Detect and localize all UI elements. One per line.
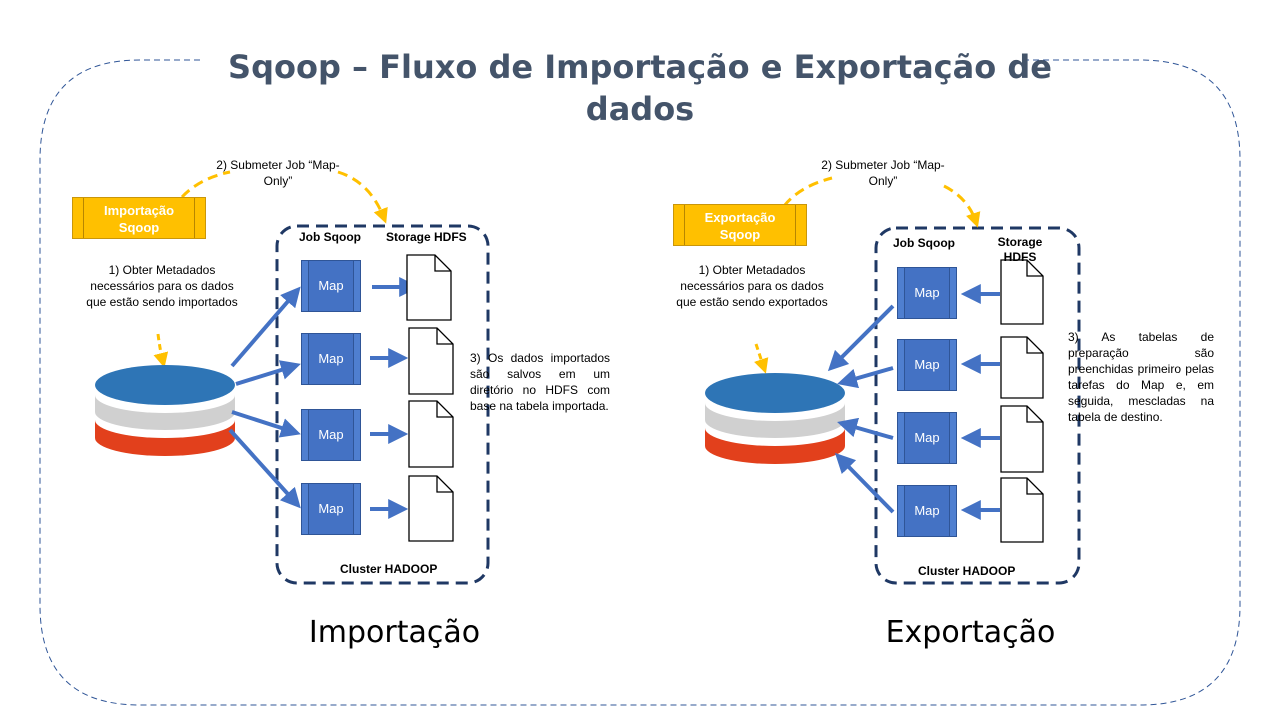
page-title: Sqoop – Fluxo de Importação e Exportação… [228, 48, 1052, 128]
export-arrow-map2-db [837, 366, 894, 389]
map-label: Map [914, 503, 940, 518]
map-label: Map [914, 285, 940, 300]
export-arrow-map1-db [827, 304, 895, 372]
import-metadata-label: 1) Obter Metadados necessários para os d… [86, 263, 238, 309]
document-icon [406, 254, 452, 321]
import-submit-label: 2) Submeter Job “Map-Only” [216, 158, 340, 188]
import-arrow-db-map4 [228, 428, 301, 509]
import-storage-header: Storage HDFS [386, 230, 467, 244]
import-metadata-arrow [153, 333, 169, 368]
export-map-3: Map [897, 412, 957, 464]
import-arrow-db-map1 [230, 286, 301, 368]
map-label: Map [914, 357, 940, 372]
import-map-4: Map [301, 483, 361, 535]
import-job-box: Importação Sqoop [72, 197, 206, 239]
import-arrow-db-map3 [231, 410, 301, 438]
export-storage-files [1000, 259, 1044, 543]
export-storage-header: Storage HDFS [997, 235, 1043, 264]
document-icon [1000, 477, 1044, 543]
import-submit-arrow-right [337, 170, 388, 224]
export-job-header: Job Sqoop [893, 236, 955, 250]
import-cluster-label: Cluster HADOOP [340, 562, 438, 576]
import-section-label: Importação [308, 615, 481, 650]
outer-frame [39, 59, 1241, 706]
import-job-header: Job Sqoop [299, 230, 361, 244]
import-submit-arrow-left [180, 170, 231, 199]
document-icon [408, 400, 454, 468]
document-icon [408, 475, 454, 542]
map-label: Map [318, 501, 344, 516]
export-map-1: Map [897, 267, 957, 319]
export-submit-arrow-left [782, 176, 833, 207]
import-map-2: Map [301, 333, 361, 385]
export-arrow-map3-db [837, 417, 894, 440]
document-icon [408, 327, 454, 395]
export-submit-label: 2) Submeter Job “Map-Only” [821, 158, 945, 188]
export-arrow-map4-db [834, 452, 895, 514]
export-metadata-label: 1) Obter Metadados necessários para os d… [676, 263, 828, 309]
map-label: Map [318, 427, 344, 442]
import-database [95, 365, 235, 456]
import-map-3: Map [301, 409, 361, 461]
export-note: 3) As tabelas de preparação são preenchi… [1068, 330, 1214, 424]
map-label: Map [914, 430, 940, 445]
export-section-label: Exportação [885, 615, 1056, 650]
export-cluster-label: Cluster HADOOP [918, 564, 1016, 578]
map-label: Map [318, 278, 344, 293]
export-map-4: Map [897, 485, 957, 537]
export-submit-arrow-right [943, 184, 981, 228]
import-map-1: Map [301, 260, 361, 312]
import-job-box-label: Importação Sqoop [103, 203, 175, 235]
map-label: Map [318, 351, 344, 366]
export-job-box-label: Exportação Sqoop [704, 210, 776, 242]
import-storage-files [406, 254, 454, 542]
export-map-2: Map [897, 339, 957, 391]
import-arrow-db-map2 [235, 360, 301, 386]
document-icon [1000, 259, 1044, 325]
export-database [705, 373, 845, 464]
document-icon [1000, 405, 1044, 473]
import-note: 3) Os dados importados são salvos em um … [470, 351, 610, 413]
import-cluster-frame [275, 224, 490, 585]
export-cluster-frame [874, 226, 1081, 585]
export-job-box: Exportação Sqoop [673, 204, 807, 246]
document-icon [1000, 336, 1044, 399]
export-metadata-arrow [754, 343, 769, 374]
